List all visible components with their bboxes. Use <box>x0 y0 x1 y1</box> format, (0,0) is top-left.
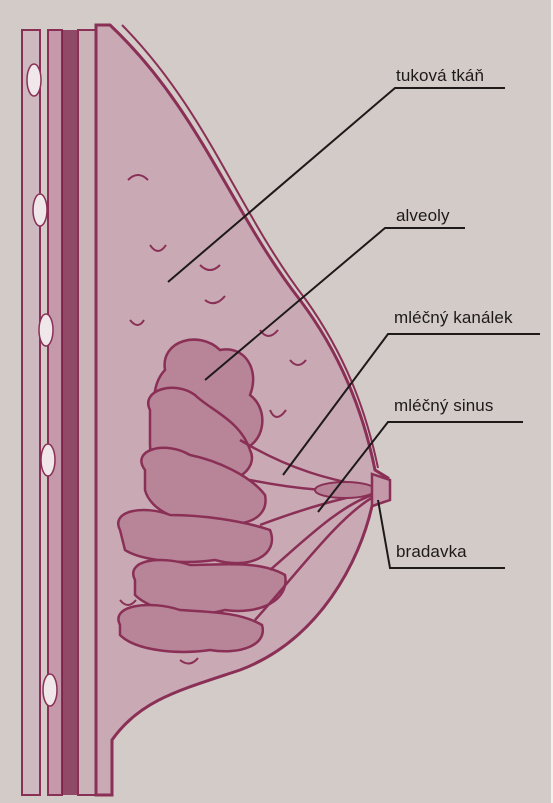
rib-4 <box>41 444 55 476</box>
rib-1 <box>27 64 41 96</box>
nipple-shape <box>372 474 390 506</box>
rib-5 <box>43 674 57 706</box>
milk-sinus-shape <box>315 482 375 498</box>
label-milk-duct: mléčný kanálek <box>394 308 513 328</box>
rib-3 <box>39 314 53 346</box>
label-milk-sinus: mléčný sinus <box>394 396 493 416</box>
label-alveoli: alveoly <box>396 206 450 226</box>
chest-wall <box>22 30 96 795</box>
label-nipple: bradavka <box>396 542 467 562</box>
label-fat-tissue: tuková tkáň <box>396 66 484 86</box>
rib-2 <box>33 194 47 226</box>
